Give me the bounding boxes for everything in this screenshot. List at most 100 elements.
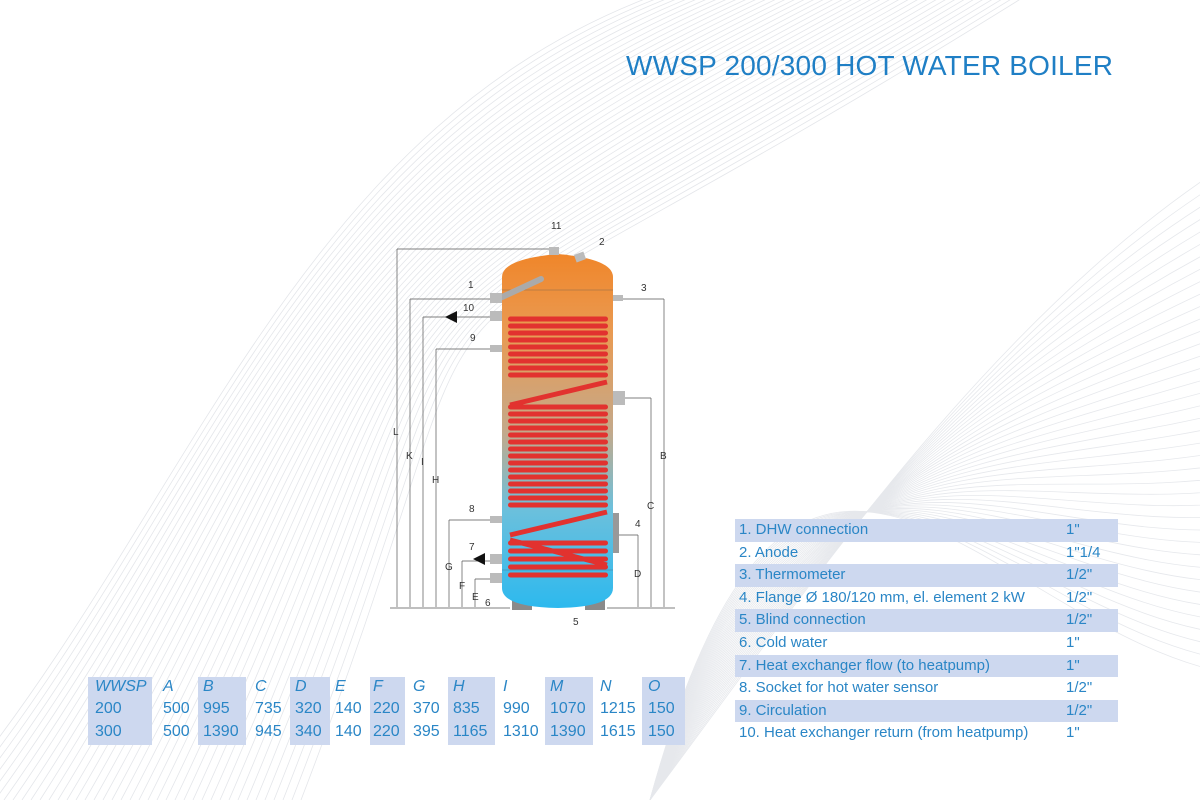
label-8: 8 [469,504,475,515]
background-wave-line [273,0,992,800]
column-shade [642,677,685,745]
background-wave-line [649,293,1200,800]
background-wave-line [0,0,655,748]
background-wave-line [649,244,1200,800]
coil-turn [508,439,608,445]
label-F: F [459,581,465,592]
background-wave-line [57,0,766,800]
table-cell: 945 [255,722,282,740]
coil-turn [508,446,608,452]
connection-size: 1" [1066,656,1080,674]
background-wave-line [246,0,965,800]
coil-turn [508,432,608,438]
coil-turn [508,411,608,417]
column-header: G [413,678,426,695]
coil-turn [508,474,608,480]
background-wave-line [129,0,843,800]
background-wave-line [649,510,1200,800]
background-wave-line [649,256,1200,800]
coil-turn [508,564,608,570]
label-L: L [393,427,399,438]
label-B: B [660,451,667,462]
connection-2 [573,251,587,263]
connection-size: 1/2" [1066,566,1093,584]
background-wave-line [111,0,824,800]
background-wave-line [75,0,785,800]
label-E: E [472,592,479,603]
background-wave-line [649,330,1200,800]
background-wave-line [84,0,795,800]
column-header: B [203,678,214,695]
background-wave-line [147,0,862,800]
connection-10 [490,311,502,321]
label-D: D [634,569,641,580]
label-2: 2 [599,237,605,248]
table-cell: 140 [335,722,362,740]
page-title: WWSP 200/300 HOT WATER BOILER [626,50,1114,81]
label-7: 7 [469,542,475,553]
background-wave-line [0,0,676,770]
table-cell: 1390 [203,722,239,740]
background-wave-line [93,0,805,800]
background-wave-line [649,318,1200,800]
background-wave-line [649,268,1200,800]
connection-8 [490,516,502,523]
background-wave-line [649,479,1200,800]
connection-size: 1/2" [1066,679,1093,697]
coil-turn [508,316,608,322]
background-wave-line [649,405,1200,800]
background-wave-line [649,504,1200,800]
table-cell: 395 [413,722,440,740]
background-wave-line [649,194,1200,800]
connection-size: 1/2" [1066,701,1093,719]
background-wave-line [649,502,1200,800]
coil-turn [508,365,608,371]
background-wave-line [12,0,717,800]
background-wave-line [0,0,644,737]
table-cell: 150 [648,722,675,740]
connection-label: 2. Anode [739,543,799,561]
diagram-labels: 11 2 1 3 10 9 8 4 7 6 5 L K I H G F E B … [393,221,667,628]
coil-turn [508,453,608,459]
background-wave-line [264,0,983,800]
connection-row: 7. Heat exchanger flow (to heatpump)1" [735,654,1118,678]
background-wave-line [649,508,1200,800]
background-wave-line [649,455,1200,800]
coil-turn [508,460,608,466]
column-header: D [295,678,307,695]
table-cell: 500 [163,722,190,740]
background-wave-line [183,0,900,800]
coil-turn [508,337,608,343]
table-cell: 990 [503,700,530,717]
column-shade [198,677,246,745]
connection-6 [490,573,502,583]
background-wave-line [649,506,1200,800]
background-wave-line [102,0,814,800]
connection-4-flange [613,513,619,553]
flow-arrow-out-icon [473,553,485,565]
connection-row: 10. Heat exchanger return (from heatpump… [735,722,1118,745]
column-header: A [163,678,174,695]
table-cell: 300 [95,722,122,740]
background-wave-line [237,0,955,800]
background-wave-line [649,380,1200,800]
label-9: 9 [470,333,476,344]
background-wave-line [201,0,918,800]
background-wave-line [300,0,1020,800]
background-wave-line [649,231,1200,800]
coil-riser [509,509,608,538]
background-wave-line [30,0,737,800]
label-K: K [406,451,413,462]
background-wave-line [39,0,746,800]
connection-label: 10. Heat exchanger return (from heatpump… [739,724,1029,742]
table-cell: 1310 [503,722,539,740]
background-wave-line [649,343,1200,800]
background-wave-line [649,181,1200,800]
